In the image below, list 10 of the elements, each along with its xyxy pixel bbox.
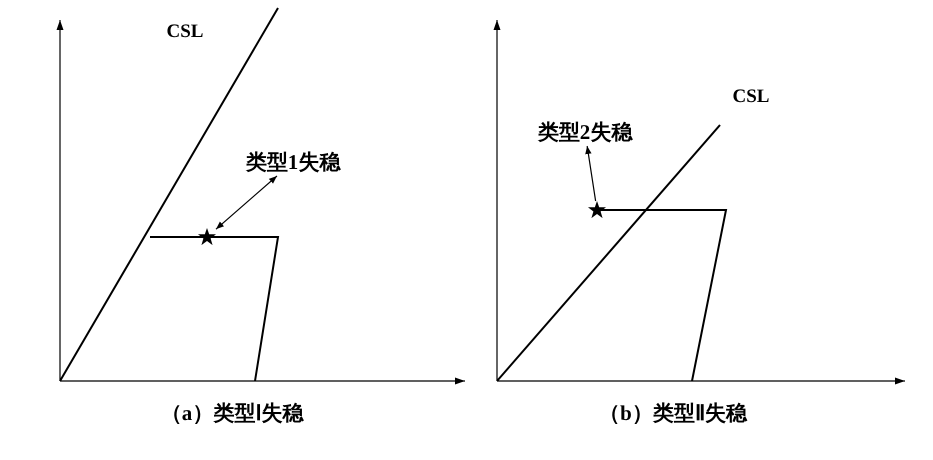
arrow	[216, 176, 278, 230]
curve-label: CSL	[732, 85, 770, 109]
curve-label: CSL	[166, 20, 204, 44]
arrow	[585, 146, 596, 202]
annotation-text: 类型1失稳	[222, 148, 364, 176]
subfigure-caption: （b）类型Ⅱ失稳	[598, 400, 748, 427]
subfigure-caption: （a）类型Ⅰ失稳	[160, 400, 305, 427]
annotation-text: 类型2失稳	[514, 118, 656, 146]
star-marker	[198, 228, 216, 246]
star-marker	[588, 201, 606, 219]
